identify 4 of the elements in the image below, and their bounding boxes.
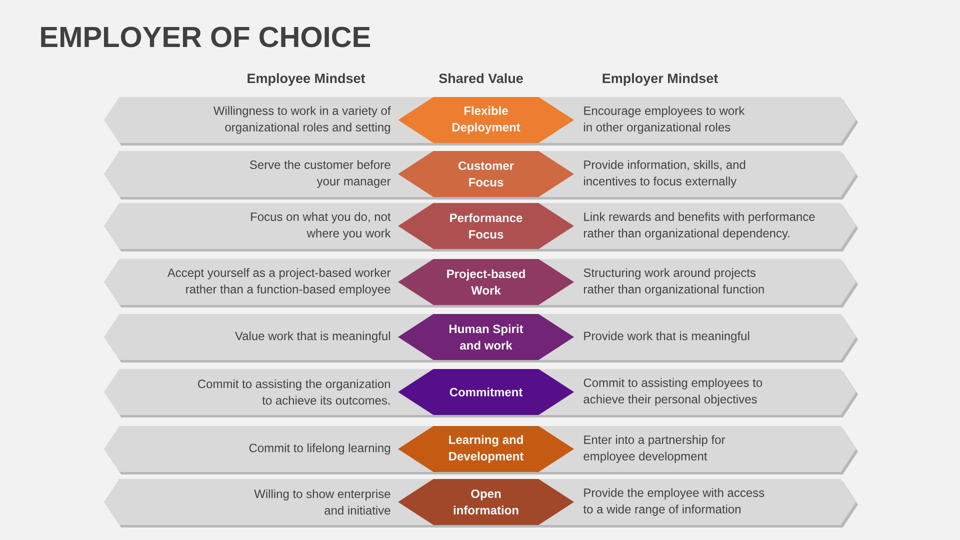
title: EMPLOYER OF CHOICE — [41, 26, 370, 48]
column-header: Shared Value — [439, 73, 523, 84]
column-header: Employer Mindset — [602, 73, 718, 86]
column-header: Employee Mindset — [248, 73, 366, 86]
